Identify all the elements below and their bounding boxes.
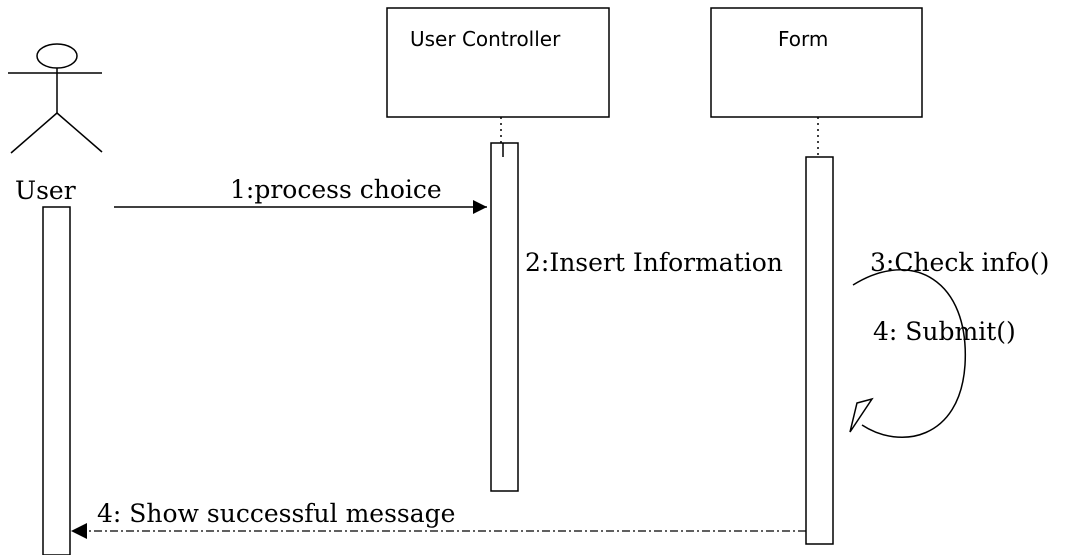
message-label-insert-information: 2:Insert Information — [525, 248, 783, 277]
object-box-form — [710, 7, 923, 118]
actor-label-user: User — [15, 176, 76, 205]
activation-bar-user-controller — [490, 142, 519, 492]
object-label-user-controller: User Controller — [410, 27, 561, 51]
activation-bar-form — [805, 156, 834, 545]
object-box-user-controller — [386, 7, 610, 118]
user-activation-bar — [42, 206, 71, 555]
user-actor-icon — [8, 43, 103, 154]
self-message-arrowhead-icon — [849, 397, 874, 433]
return-arrowhead-icon — [71, 523, 87, 539]
message-label-submit: 4: Submit() — [873, 317, 1016, 346]
message-label-check-info: 3:Check info() — [870, 248, 1049, 277]
object-label-form: Form — [778, 27, 828, 51]
self-message-loop — [852, 269, 966, 438]
message-label-process-choice: 1:process choice — [230, 175, 442, 204]
message-label-show-successful-message: 4: Show successful message — [97, 499, 455, 528]
